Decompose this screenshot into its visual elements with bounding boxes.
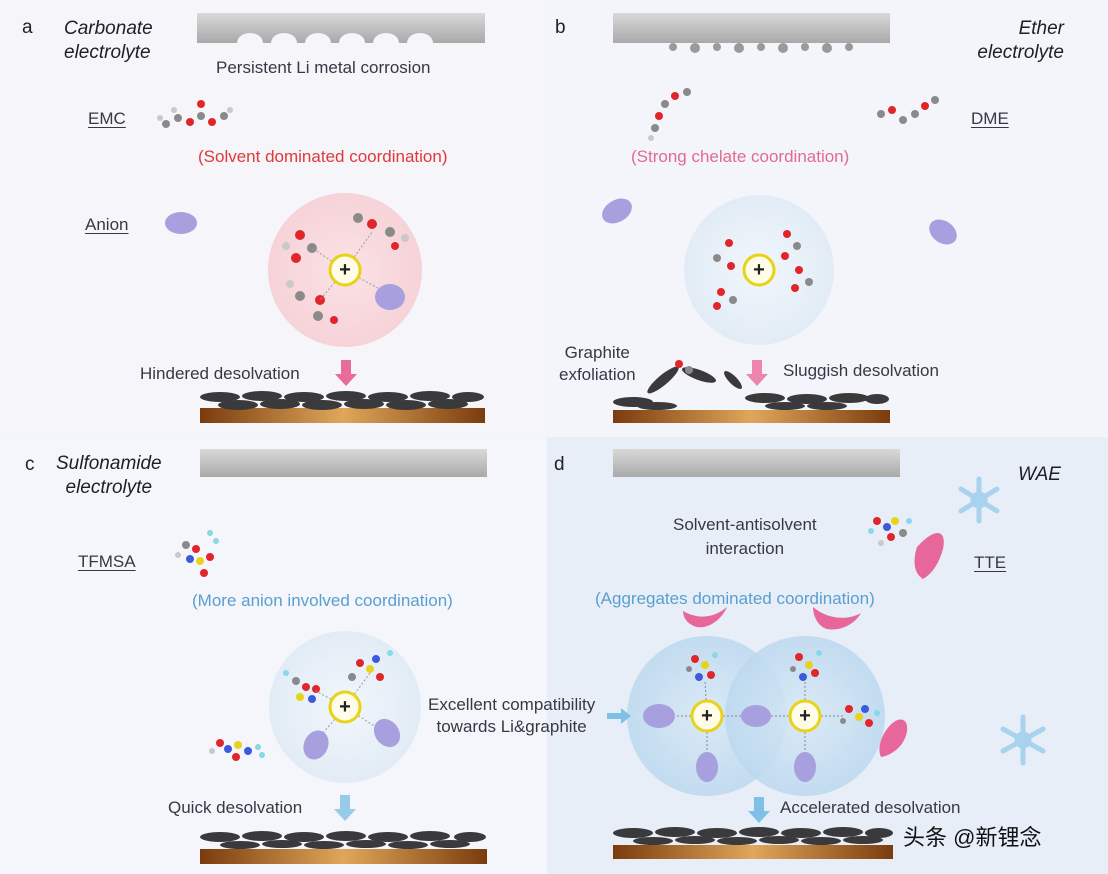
interaction-label: Solvent-antisolvent interaction	[673, 513, 817, 561]
panel-b-title-line2: electrolyte	[977, 42, 1064, 63]
cation-plus-a: +	[339, 259, 351, 281]
desolvation-arrow-icon	[746, 360, 768, 386]
li-deposits	[669, 43, 853, 53]
anion-icon-left	[602, 198, 632, 224]
anion-icon-left	[303, 730, 329, 760]
li-metal-slab	[613, 449, 900, 477]
li-ion-icon-left	[690, 699, 724, 733]
desolvation-arrow-icon	[334, 795, 356, 821]
anion-icon-right	[929, 219, 957, 245]
cation-plus-b: +	[753, 259, 765, 281]
coordinated-anion-icon	[375, 284, 405, 310]
solvent-molecules-icon	[282, 213, 409, 324]
desolvation-arrow-icon	[335, 360, 357, 386]
panel-d-wae: d WAE Solvent-antisolvent interaction TT…	[547, 437, 1108, 874]
tte-icon-left-hat	[683, 607, 727, 628]
tte-icon-side	[879, 719, 908, 757]
graphite-electrode	[200, 391, 485, 423]
panel-c-title-line2: electrolyte	[65, 477, 153, 498]
graphite-electrode	[200, 831, 487, 864]
tte-pair-molecule-icon	[868, 517, 912, 546]
chelating-dme-icon	[713, 230, 813, 310]
corrosion-label: Persistent Li metal corrosion	[216, 58, 431, 77]
anion-icon-shared	[741, 705, 771, 727]
graphite-electrode	[613, 393, 890, 423]
panel-a-letter: a	[22, 17, 33, 38]
exfoliation-label: Graphite exfoliation	[559, 342, 636, 386]
anion-icon-left	[643, 704, 675, 728]
panel-b-title-line1: Ether	[1018, 18, 1064, 39]
desolvation-label-d: Accelerated desolvation	[780, 798, 961, 817]
panel-d-graphics	[607, 449, 1046, 859]
compatibility-label: Excellent compatibility towards Li&graph…	[428, 694, 595, 738]
tfmsa-molecule-icon	[175, 530, 219, 577]
anion-icon-bottom-left	[696, 752, 718, 782]
exfoliated-graphite-icon	[647, 360, 742, 394]
cation-plus-d-left: +	[701, 705, 713, 727]
anion-label: Anion	[85, 215, 129, 234]
li-metal-slab	[200, 449, 487, 477]
tte-icon-top	[914, 532, 944, 579]
panel-c-sulfonamide: c Sulfonamide electrolyte TFMSA (More an…	[0, 437, 545, 874]
panel-b-ether: b Ether electrolyte DME (Strong chelate …	[547, 0, 1108, 432]
li-ion-icon-right	[788, 699, 822, 733]
tfmsa-label: TFMSA	[78, 552, 136, 571]
panel-c-title-line1: Sulfonamide	[56, 453, 162, 474]
panel-c-graphics	[175, 449, 487, 864]
emc-label: EMC	[88, 109, 126, 128]
panel-b-title: Ether electrolyte	[977, 17, 1064, 65]
coordination-label-d: (Aggregates dominated coordination)	[595, 589, 875, 608]
panel-a-carbonate: a Carbonate electrolyte Persistent Li me…	[0, 0, 545, 432]
coordination-label-a: (Solvent dominated coordination)	[198, 147, 448, 166]
li-ion-icon	[328, 253, 362, 287]
li-ion-icon	[742, 253, 776, 287]
tte-label: TTE	[974, 553, 1007, 572]
snowflake-icon-bottom	[1000, 714, 1046, 766]
corrosion-pits	[237, 33, 433, 53]
panel-b-graphics	[602, 13, 957, 423]
dme-label: DME	[971, 109, 1009, 128]
anion-icon-right	[373, 718, 401, 748]
exfoliation-line2: exfoliation	[559, 365, 636, 384]
tte-icon-right-hat	[813, 607, 861, 630]
panel-a-title: Carbonate electrolyte	[64, 17, 153, 65]
panel-b-letter: b	[555, 17, 566, 38]
graphite-electrode	[613, 827, 893, 859]
panel-c-title: Sulfonamide electrolyte	[56, 452, 162, 500]
panel-d-title: WAE	[1018, 464, 1061, 485]
li-ion-icon	[328, 690, 362, 724]
coordination-label-b: (Strong chelate coordination)	[631, 147, 850, 166]
emc-molecule-icon	[157, 100, 233, 128]
anion-icon	[165, 212, 197, 234]
panel-a-title-line2: electrolyte	[64, 42, 151, 63]
panel-a-graphics	[157, 13, 485, 423]
free-tfmsa-molecule-icon	[209, 739, 265, 761]
compatibility-line2: towards Li&graphite	[436, 717, 587, 736]
desolvation-label-a: Hindered desolvation	[140, 364, 300, 383]
anion-coordinated-molecules-icon	[283, 650, 393, 703]
li-metal-slab	[613, 13, 890, 43]
aggregate-molecules-icon	[686, 650, 880, 727]
anion-icon-bottom-right	[794, 752, 816, 782]
dme-molecule-icon-right	[877, 96, 939, 124]
dme-molecule-icon-left	[648, 88, 691, 141]
exfoliation-line1: Graphite	[564, 343, 630, 362]
compatibility-arrow-icon	[607, 708, 631, 724]
coordination-label-c: (More anion involved coordination)	[192, 591, 453, 610]
snowflake-icon-top	[958, 476, 1000, 524]
cation-plus-d-right: +	[799, 705, 811, 727]
panel-c-letter: c	[25, 454, 35, 475]
cation-plus-c: +	[339, 696, 351, 718]
panel-d-letter: d	[554, 454, 565, 475]
watermark: 头条 @新锂念	[903, 825, 1042, 850]
desolvation-label-b: Sluggish desolvation	[783, 361, 939, 380]
desolvation-label-c: Quick desolvation	[168, 798, 303, 817]
desolvation-arrow-icon	[748, 797, 770, 823]
panel-a-title-line1: Carbonate	[64, 18, 153, 39]
compatibility-line1: Excellent compatibility	[428, 695, 596, 714]
interaction-line1: Solvent-antisolvent	[673, 515, 817, 534]
interaction-line2: interaction	[705, 539, 785, 558]
